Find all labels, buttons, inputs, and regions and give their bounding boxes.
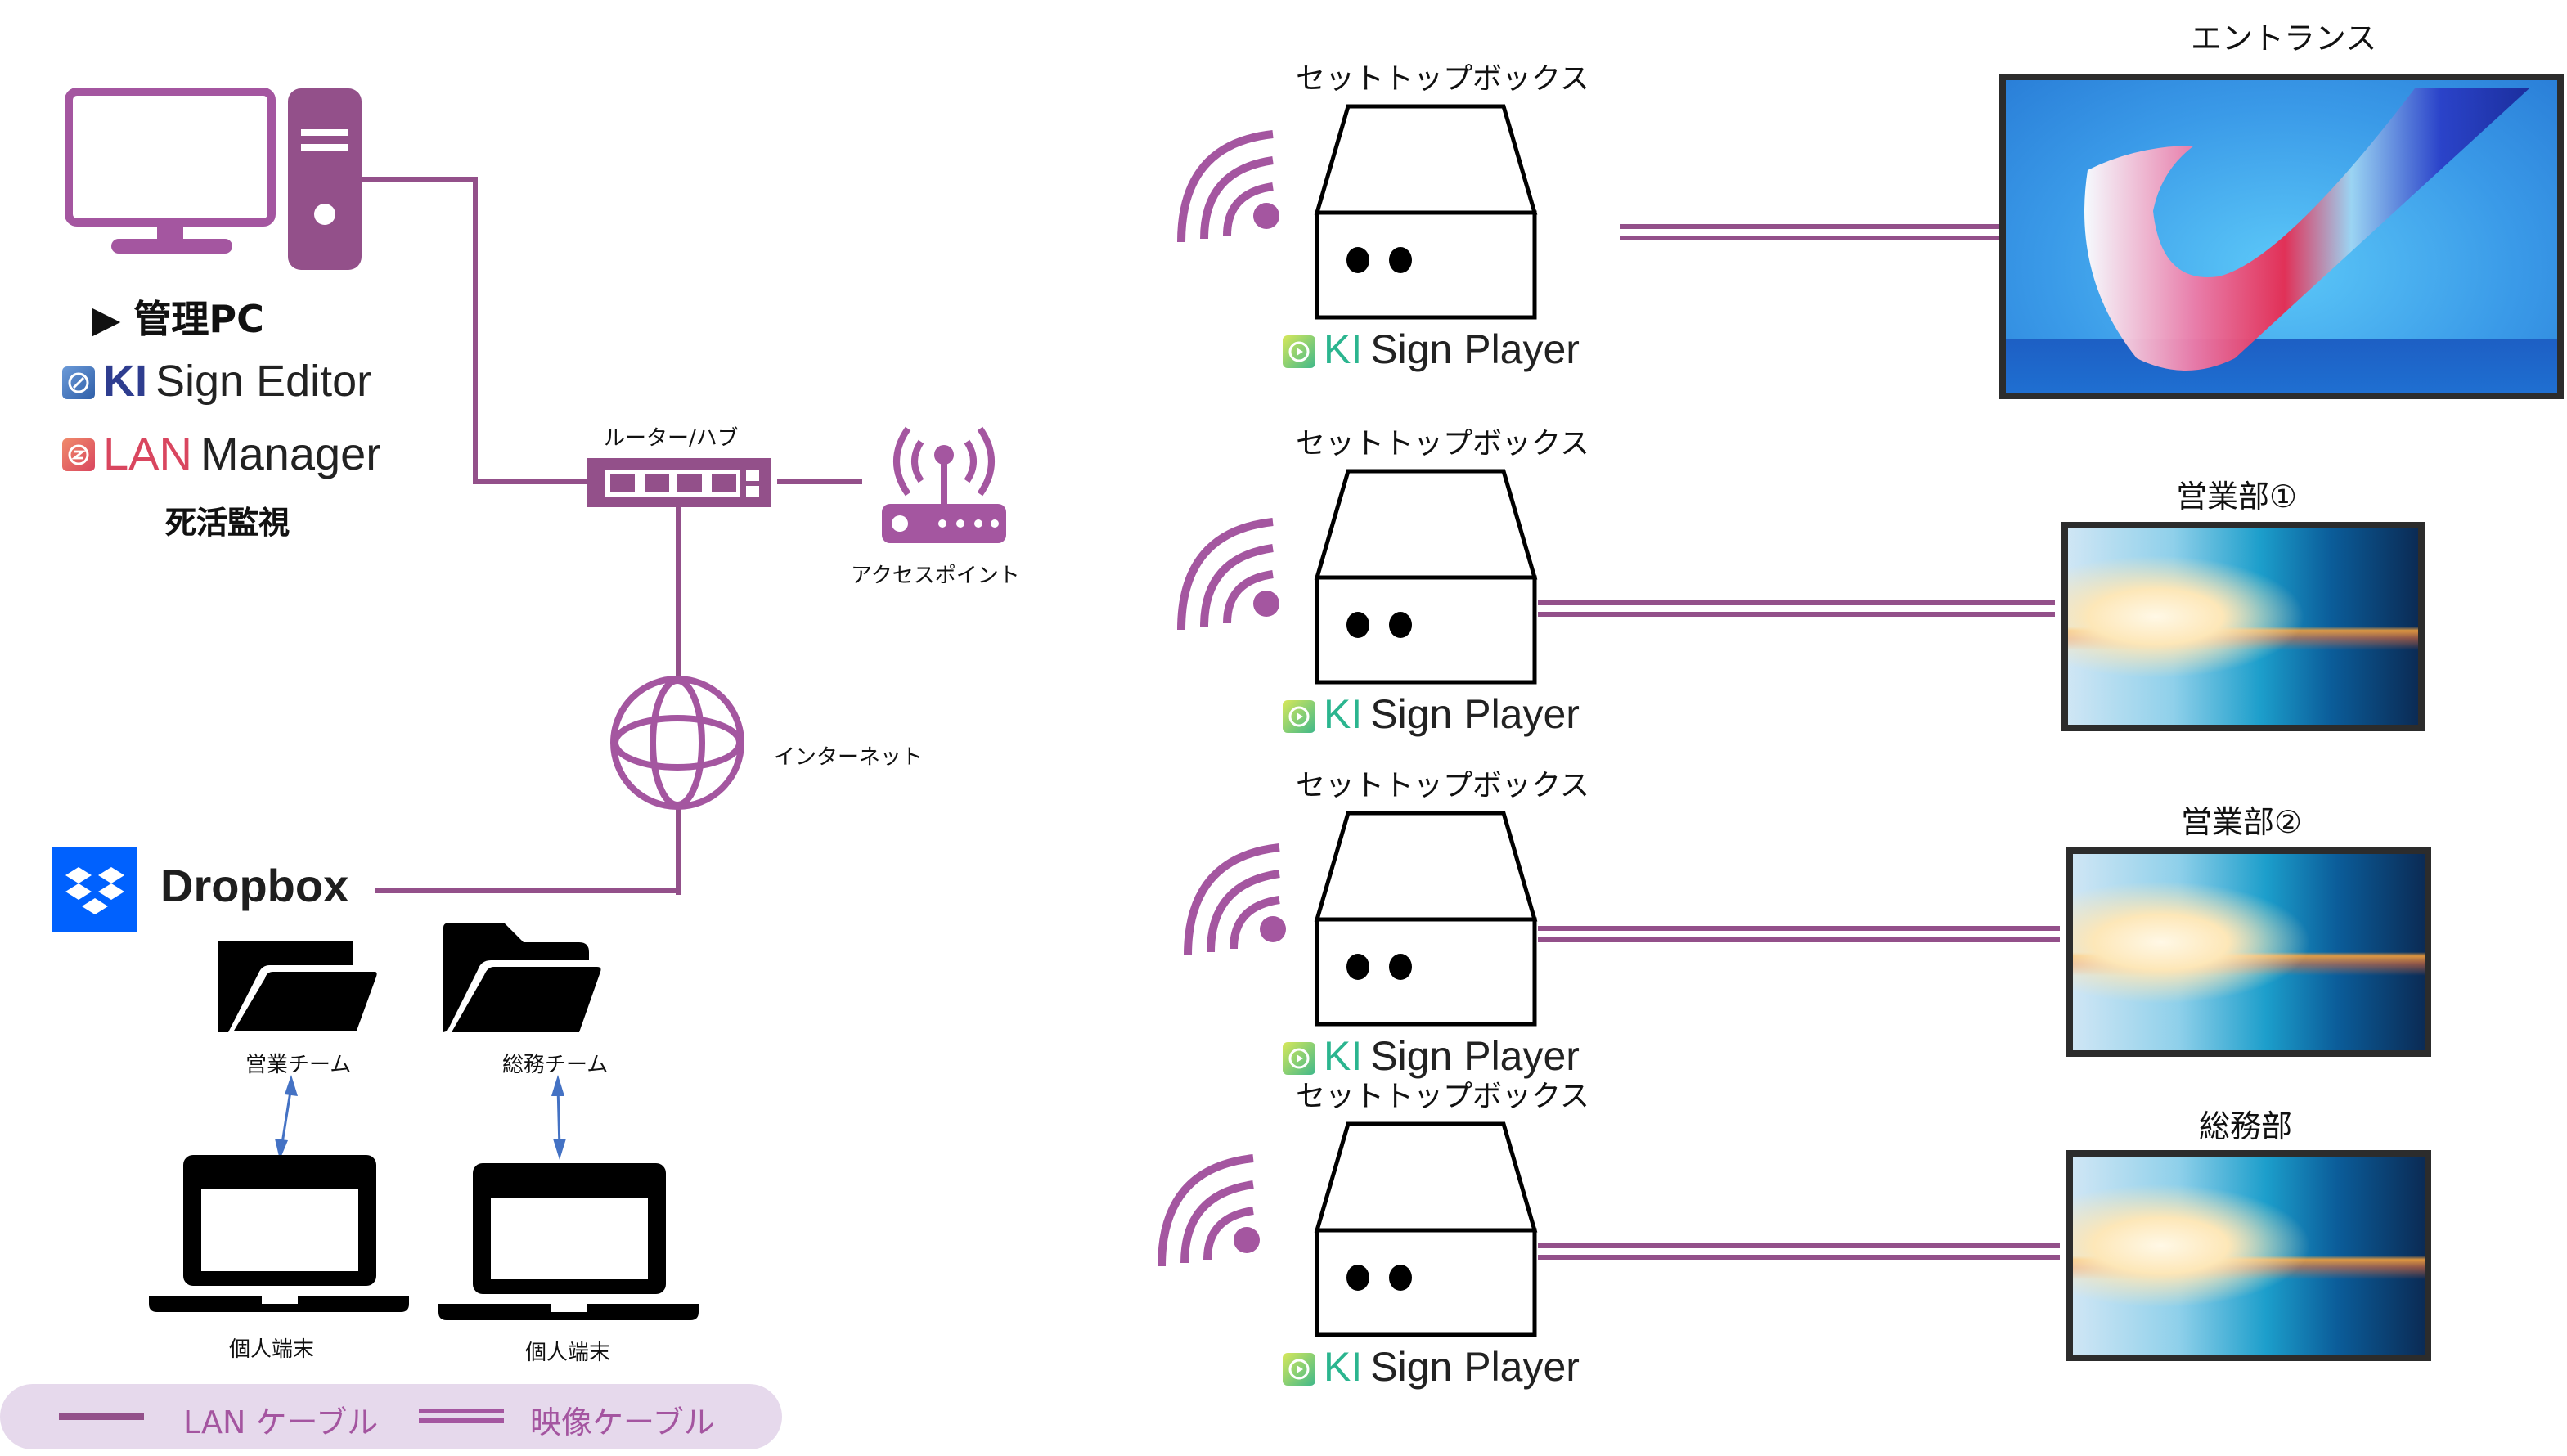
lan-line-internet-down	[676, 808, 681, 895]
display-screen-sales1	[2068, 528, 2418, 725]
internet-globe-icon	[610, 676, 744, 810]
router-label: ルーター/ハブ	[604, 427, 739, 452]
set-top-box-icon	[1314, 1121, 1538, 1337]
wifi-icon	[1177, 130, 1279, 243]
ki-sign-player-icon	[1283, 1041, 1315, 1074]
display-screen-general	[2073, 1157, 2425, 1355]
display-screen-sales2	[2073, 854, 2425, 1050]
lan-line-pc-v	[473, 177, 478, 484]
ki-sign-editor-icon	[62, 366, 95, 398]
display-label-sales2: 営業部②	[2181, 805, 2303, 841]
display-sales2	[2066, 847, 2431, 1057]
set-top-box-icon	[1314, 104, 1538, 320]
set-top-box-label: セットトップボックス	[1296, 427, 1589, 461]
video-cable-line	[1538, 926, 2060, 942]
wifi-icon	[1177, 518, 1279, 631]
player-brand-text: KI	[1324, 1034, 1363, 1080]
player-name-text: Sign Player	[1370, 327, 1580, 373]
editor-brand-text: KI	[103, 357, 147, 406]
access-point-icon	[882, 426, 1006, 543]
wifi-icon	[1158, 1154, 1260, 1267]
access-point-label: アクセスポイント	[851, 564, 1020, 589]
wifi-icon	[1184, 843, 1286, 956]
set-top-box-label: セットトップボックス	[1296, 62, 1589, 97]
video-cable-label: 映像ケーブル	[530, 1405, 715, 1441]
monitoring-label: 死活監視	[165, 506, 290, 542]
display-sales1	[2061, 522, 2425, 731]
lan-brand-text: LAN	[103, 429, 192, 479]
display-label-general: 総務部	[2199, 1109, 2293, 1145]
lan-name-text: Manager	[200, 429, 381, 479]
lan-line-router-ap	[777, 479, 862, 484]
display-label-entrance: エントランス	[2191, 21, 2377, 57]
player-name-text: Sign Player	[1370, 692, 1580, 738]
set-top-box-icon	[1314, 811, 1538, 1027]
lan-line-pc-router	[473, 479, 591, 484]
player-brand-text: KI	[1324, 1345, 1363, 1391]
ki-sign-player-icon	[1283, 699, 1315, 732]
ki-sign-player-icon	[1283, 1352, 1315, 1385]
folder-icon-sales	[218, 941, 382, 1034]
router-hub-icon	[587, 458, 771, 507]
set-top-box-label: セットトップボックス	[1296, 1080, 1589, 1114]
cable-legend: LAN ケーブル 映像ケーブル	[0, 1384, 782, 1449]
player-brand-text: KI	[1324, 327, 1363, 373]
editor-name-text: Sign Editor	[155, 357, 372, 406]
terminal-label-2: 個人端末	[525, 1341, 611, 1366]
folder-label-general: 総務チーム	[502, 1054, 609, 1078]
set-top-box-label: セットトップボックス	[1296, 769, 1589, 803]
laptop-icon-2	[438, 1163, 699, 1320]
lan-line-dropbox	[375, 888, 681, 893]
lan-cable-swatch	[59, 1413, 144, 1420]
ki-sign-player-icon	[1283, 335, 1315, 367]
display-screen-entrance	[2006, 80, 2557, 393]
display-general	[2066, 1150, 2431, 1361]
lan-manager-icon	[62, 438, 95, 471]
folder-label-sales: 営業チーム	[245, 1054, 352, 1078]
player-name-text: Sign Player	[1370, 1034, 1580, 1080]
display-entrance	[1999, 74, 2564, 399]
lan-manager-logo: LAN Manager	[62, 429, 381, 481]
lan-line-pc-h	[360, 177, 478, 182]
admin-pc-title: ▶ 管理PC	[92, 299, 264, 342]
sync-arrow-sales	[275, 1075, 298, 1160]
video-cable-swatch	[419, 1409, 504, 1423]
terminal-label-1: 個人端末	[229, 1338, 315, 1363]
dropbox-logo-icon	[52, 847, 137, 932]
video-cable-line	[1620, 224, 1999, 240]
set-top-box-icon	[1314, 469, 1538, 685]
video-cable-line	[1538, 600, 2055, 617]
laptop-icon-1	[149, 1155, 409, 1312]
dropbox-label[interactable]: Dropbox	[160, 861, 349, 911]
sync-arrow-general	[551, 1075, 566, 1160]
internet-label: インターネット	[774, 746, 924, 771]
display-label-sales1: 営業部①	[2176, 479, 2298, 515]
player-name-text: Sign Player	[1370, 1345, 1580, 1391]
folder-icon-general	[443, 923, 606, 1036]
lan-cable-label: LAN ケーブル	[183, 1405, 379, 1441]
player-brand-text: KI	[1324, 692, 1363, 738]
lan-line-router-internet	[676, 507, 681, 679]
ki-sign-editor-logo: KI Sign Editor	[62, 357, 371, 407]
desktop-pc-icon	[65, 88, 362, 270]
video-cable-line	[1538, 1243, 2060, 1260]
